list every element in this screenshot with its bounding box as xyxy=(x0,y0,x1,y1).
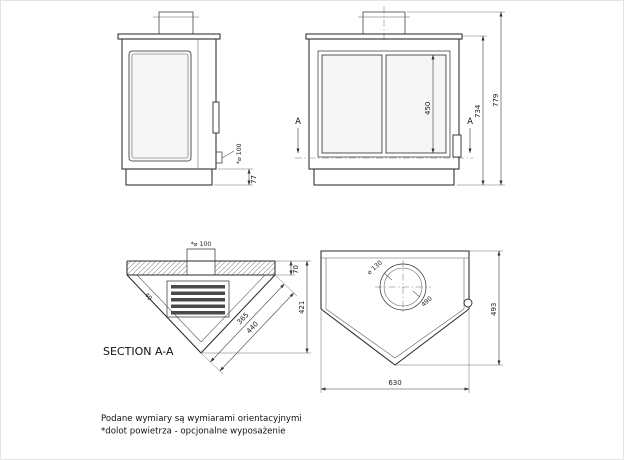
section-flue-gap xyxy=(187,261,215,275)
section-flue-label: *⌀ 100 xyxy=(191,241,212,248)
top-inner-slant-right xyxy=(394,308,465,359)
flue-collar-outer-circle xyxy=(379,263,427,311)
flue-position-leader xyxy=(412,290,421,298)
ext-line xyxy=(274,274,298,297)
dim-total-height-label: 779 xyxy=(492,94,500,107)
front-glass-right xyxy=(385,54,447,154)
ext-line xyxy=(200,352,224,375)
side-door-handle xyxy=(212,101,220,134)
front-view: 450 A A 734 779 xyxy=(295,6,505,186)
front-door-frame xyxy=(317,50,451,158)
dim-section-height-label: 421 xyxy=(298,301,306,314)
dim-width-outer-label: 440 xyxy=(245,320,260,335)
top-inner-slant-left xyxy=(325,308,396,359)
dim-glass-height-label: 450 xyxy=(424,102,432,115)
side-view: *⌀ 100 77 xyxy=(117,11,258,186)
side-air-inlet-stub xyxy=(215,151,223,164)
grille-slat xyxy=(171,304,225,308)
notes-block: Podane wymiary są wymiarami orientacyjny… xyxy=(101,414,302,437)
dim-duct-label: 40 xyxy=(143,292,154,303)
section-flue-stub xyxy=(186,248,216,262)
note-line-2: *dolot powietrza - opcjonalne wyposażeni… xyxy=(101,427,286,437)
flue-position-label: 490 xyxy=(420,295,434,308)
section-title: SECTION A-A xyxy=(103,345,174,358)
front-glass-left xyxy=(321,54,383,154)
section-left-slant xyxy=(126,274,202,354)
dim-plinth-label: 77 xyxy=(250,175,258,184)
dim-width-inner-label: 365 xyxy=(236,311,251,326)
dim-width-inner xyxy=(210,283,285,363)
grille-slat xyxy=(171,311,225,315)
flue-collar-label: ⌀ 130 xyxy=(366,259,384,276)
front-plinth xyxy=(313,168,455,186)
side-flue-stub xyxy=(158,11,194,35)
grille-slat xyxy=(171,298,225,302)
side-door-glass xyxy=(128,50,192,162)
section-letter-right: A xyxy=(467,117,473,127)
side-plinth xyxy=(125,168,213,186)
side-top-plate xyxy=(117,33,221,40)
flue-collar-inner-circle xyxy=(383,267,423,307)
section-letter-left: A xyxy=(295,117,301,127)
side-air-inlet-label: *⌀ 100 xyxy=(236,143,243,164)
front-door-handle xyxy=(452,134,462,158)
top-outline xyxy=(320,250,470,366)
grille-slat xyxy=(171,285,225,289)
grille-slat xyxy=(171,291,225,295)
side-door-frame xyxy=(131,53,189,159)
dim-body-height-label: 734 xyxy=(474,104,482,118)
section-left-inner xyxy=(136,274,202,343)
flue-label-leader xyxy=(383,272,393,281)
note-line-1: Podane wymiary są wymiarami orientacyjny… xyxy=(101,414,302,424)
side-air-inlet-leader xyxy=(221,150,235,159)
dim-top-depth-label: 70 xyxy=(292,265,300,274)
section-aa-view: *⌀ 100 40 70 421 365 440 SECTION A-A xyxy=(103,241,311,375)
dim-width-outer xyxy=(219,292,295,372)
dim-depth-label: 493 xyxy=(490,303,498,316)
air-inlet-hole xyxy=(463,298,473,308)
top-view: ⌀ 130 490 493 630 xyxy=(320,250,503,393)
dim-width-label: 630 xyxy=(388,379,401,387)
